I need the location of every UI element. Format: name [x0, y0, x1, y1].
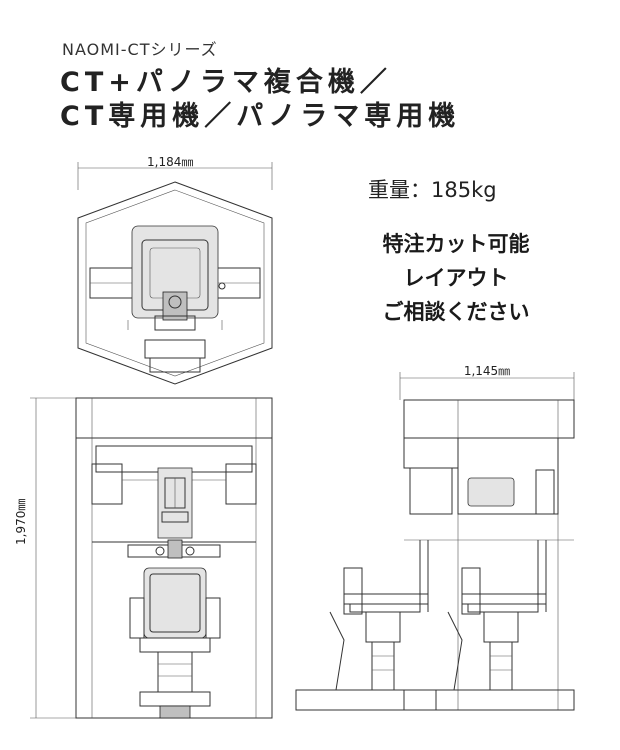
side-view-drawing	[295, 372, 575, 711]
title-line-1: CT+パノラマ複合機／	[60, 67, 392, 98]
consult-note: ご相談ください	[382, 300, 530, 324]
top-view-drawing	[77, 162, 273, 385]
custom-cut-note: 特注カット可能	[382, 232, 530, 256]
front-view-drawing	[30, 397, 273, 719]
top-view-width-label: 1,184㎜	[147, 155, 194, 169]
weight-spec: 重量：185kg	[368, 178, 497, 202]
series-name: NAOMI-CTシリーズ	[62, 40, 218, 59]
side-view-width-label: 1,145㎜	[463, 364, 511, 378]
title-line-2: CT専用機／パノラマ専用機	[60, 101, 461, 132]
layout-note: レイアウト	[403, 266, 509, 290]
